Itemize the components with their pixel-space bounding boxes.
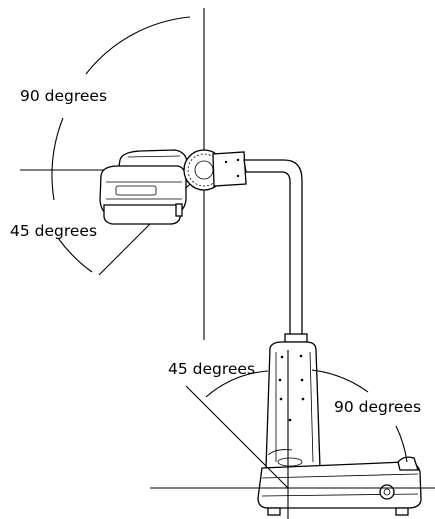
head-rotation-arc-45 xyxy=(57,237,93,273)
base-knob xyxy=(379,484,395,500)
camera-stand xyxy=(265,341,321,469)
arm-reference-lines xyxy=(150,350,435,519)
label-arm-45-degrees: 45 degrees xyxy=(168,360,255,378)
arm-45-degree-line xyxy=(185,385,289,489)
camera-head xyxy=(99,149,247,225)
label-head-45-degrees: 45 degrees xyxy=(10,222,97,240)
camera-arm xyxy=(243,159,308,343)
head-rotation-arc xyxy=(85,16,191,75)
arm-rotation-arc-90-end xyxy=(395,425,408,463)
arm-rotation-arc-45 xyxy=(205,370,269,398)
arm-rotation-arc-90 xyxy=(311,369,369,393)
label-head-90-degrees: 90 degrees xyxy=(20,87,107,105)
label-arm-90-degrees: 90 degrees xyxy=(334,398,421,416)
head-rotation-arc-lower xyxy=(51,117,64,201)
